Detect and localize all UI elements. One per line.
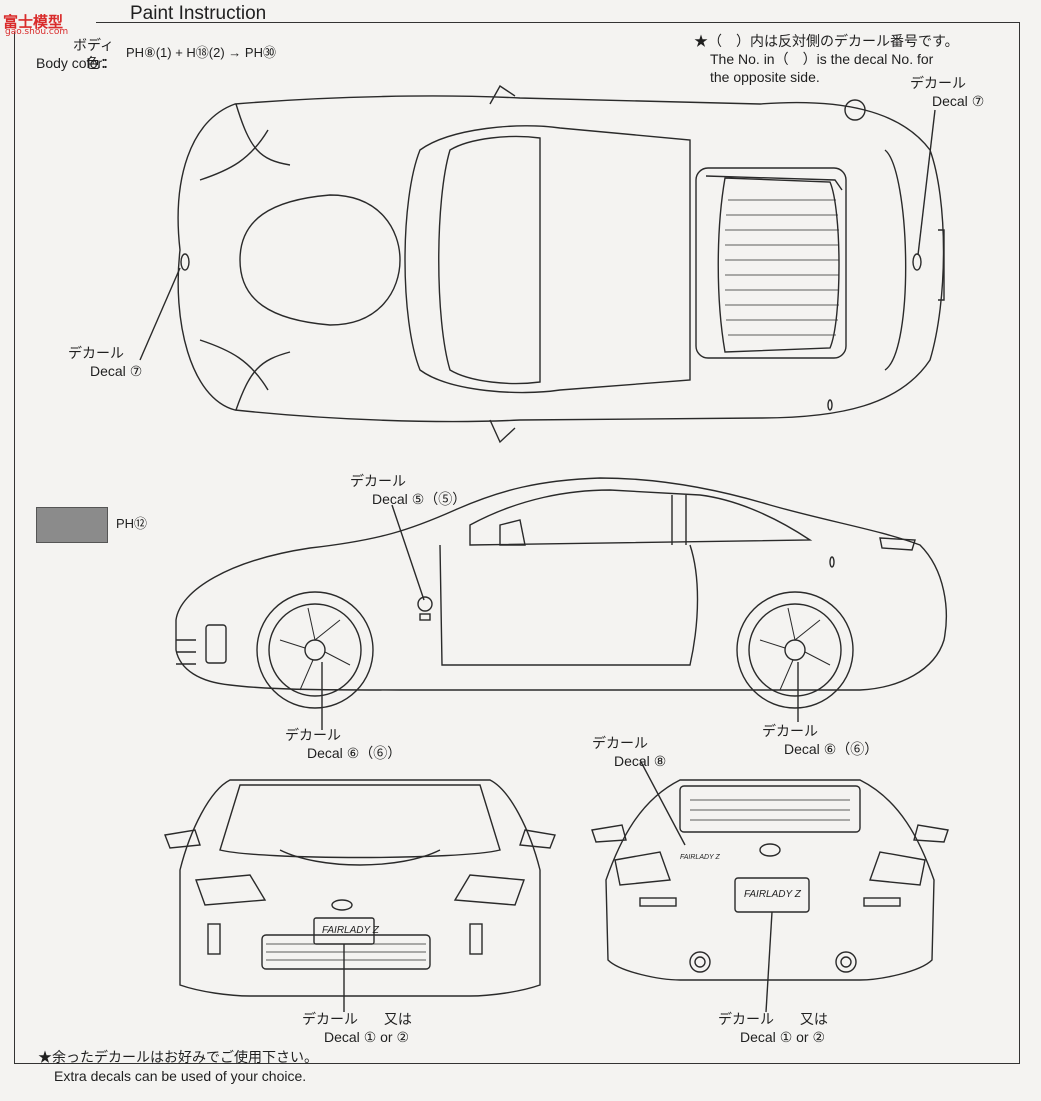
front-plate-text: FAIRLADY Z xyxy=(322,925,379,936)
swatch-code: PH⑫ xyxy=(116,516,148,531)
decal-jp: デカール xyxy=(350,473,406,489)
body-color-jp-label: ボディ色： xyxy=(72,37,114,71)
decal-label-front-plate: デカール 又は Decal ① or ② xyxy=(302,1010,412,1046)
decal-num: ⑤（⑤） xyxy=(411,491,467,507)
watermark-url: gao.shou.com xyxy=(5,27,69,37)
opposite-note-en-1: The No. in（ ）is the decal No. for xyxy=(710,51,934,67)
decal-jp: デカール xyxy=(592,735,648,751)
decal-label-rear-plate: デカール 又は Decal ① or ② xyxy=(718,1010,828,1046)
page-title: Paint Instruction xyxy=(130,3,267,24)
decal-en: Decal xyxy=(307,745,343,761)
decal-en: Decal xyxy=(324,1029,360,1045)
decal-label-side-door: デカール Decal ⑤（⑤） xyxy=(350,472,466,508)
decal-en: Decal xyxy=(740,1029,776,1045)
decal-num: ⑥（⑥） xyxy=(346,745,402,761)
opposite-note-en-2: the opposite side. xyxy=(710,69,820,85)
decal-num: ⑥（⑥） xyxy=(823,741,879,757)
decal-jp: デカール xyxy=(68,345,124,361)
decal-en: Decal xyxy=(372,491,408,507)
decal-jp: デカール xyxy=(302,1011,358,1027)
decal-jp: デカール xyxy=(910,75,966,91)
footer-note-en: Extra decals can be used of your choice. xyxy=(54,1068,307,1084)
footer-note-jp: ★余ったデカールはお好みでご使用下さい。 xyxy=(38,1049,318,1065)
decal-alt-num: ② xyxy=(396,1029,410,1045)
decal-label-top-left: デカール Decal ⑦ xyxy=(68,344,142,380)
decal-alt-en: or xyxy=(796,1029,809,1045)
side-view-car xyxy=(175,477,947,709)
decal-jp: デカール xyxy=(762,723,818,739)
watermark-text: 富士模型 xyxy=(3,13,64,31)
opposite-note-jp: ★（ ）内は反対側のデカール番号です。 xyxy=(694,33,959,49)
front-view-car xyxy=(164,779,556,997)
watermark-logo xyxy=(0,10,96,32)
rear-plate-text: FAIRLADY Z xyxy=(744,889,801,900)
decal-num: ⑦ xyxy=(129,363,143,379)
decal-alt-jp: 又は xyxy=(383,1011,412,1027)
decal-alt-num: ② xyxy=(812,1029,826,1045)
decal-alt-jp: 又は xyxy=(799,1011,828,1027)
decal-num: ⑧ xyxy=(653,753,667,769)
decal-alt-en: or xyxy=(380,1029,393,1045)
top-view-car xyxy=(177,84,945,444)
decal-en: Decal xyxy=(932,93,968,109)
rear-view-car xyxy=(591,779,949,981)
decal-num: ① xyxy=(363,1029,377,1045)
body-color-formula: PH⑧(1) + H⑱(2) → PH㉚ xyxy=(126,45,276,60)
decal-jp: デカール xyxy=(285,727,341,743)
decal-jp: デカール xyxy=(718,1011,774,1027)
rear-badge-text: FAIRLADY Z xyxy=(680,854,720,861)
decal-num: ⑦ xyxy=(971,93,985,109)
body-color-en-label: Body color： xyxy=(36,55,117,71)
decal-en: Decal xyxy=(614,753,650,769)
decal-num: ① xyxy=(779,1029,793,1045)
decal-label-rear-emblem: デカール Decal ⑧ xyxy=(592,734,666,770)
decal-label-front-wheel: デカール Decal ⑥（⑥） xyxy=(285,726,401,762)
color-swatch xyxy=(36,507,108,543)
decal-en: Decal xyxy=(90,363,126,379)
decal-label-rear-wheel: デカール Decal ⑥（⑥） xyxy=(762,722,878,758)
drawing-frame xyxy=(14,22,1020,1064)
decal-label-top-right: デカール Decal ⑦ xyxy=(910,74,984,110)
decal-en: Decal xyxy=(784,741,820,757)
